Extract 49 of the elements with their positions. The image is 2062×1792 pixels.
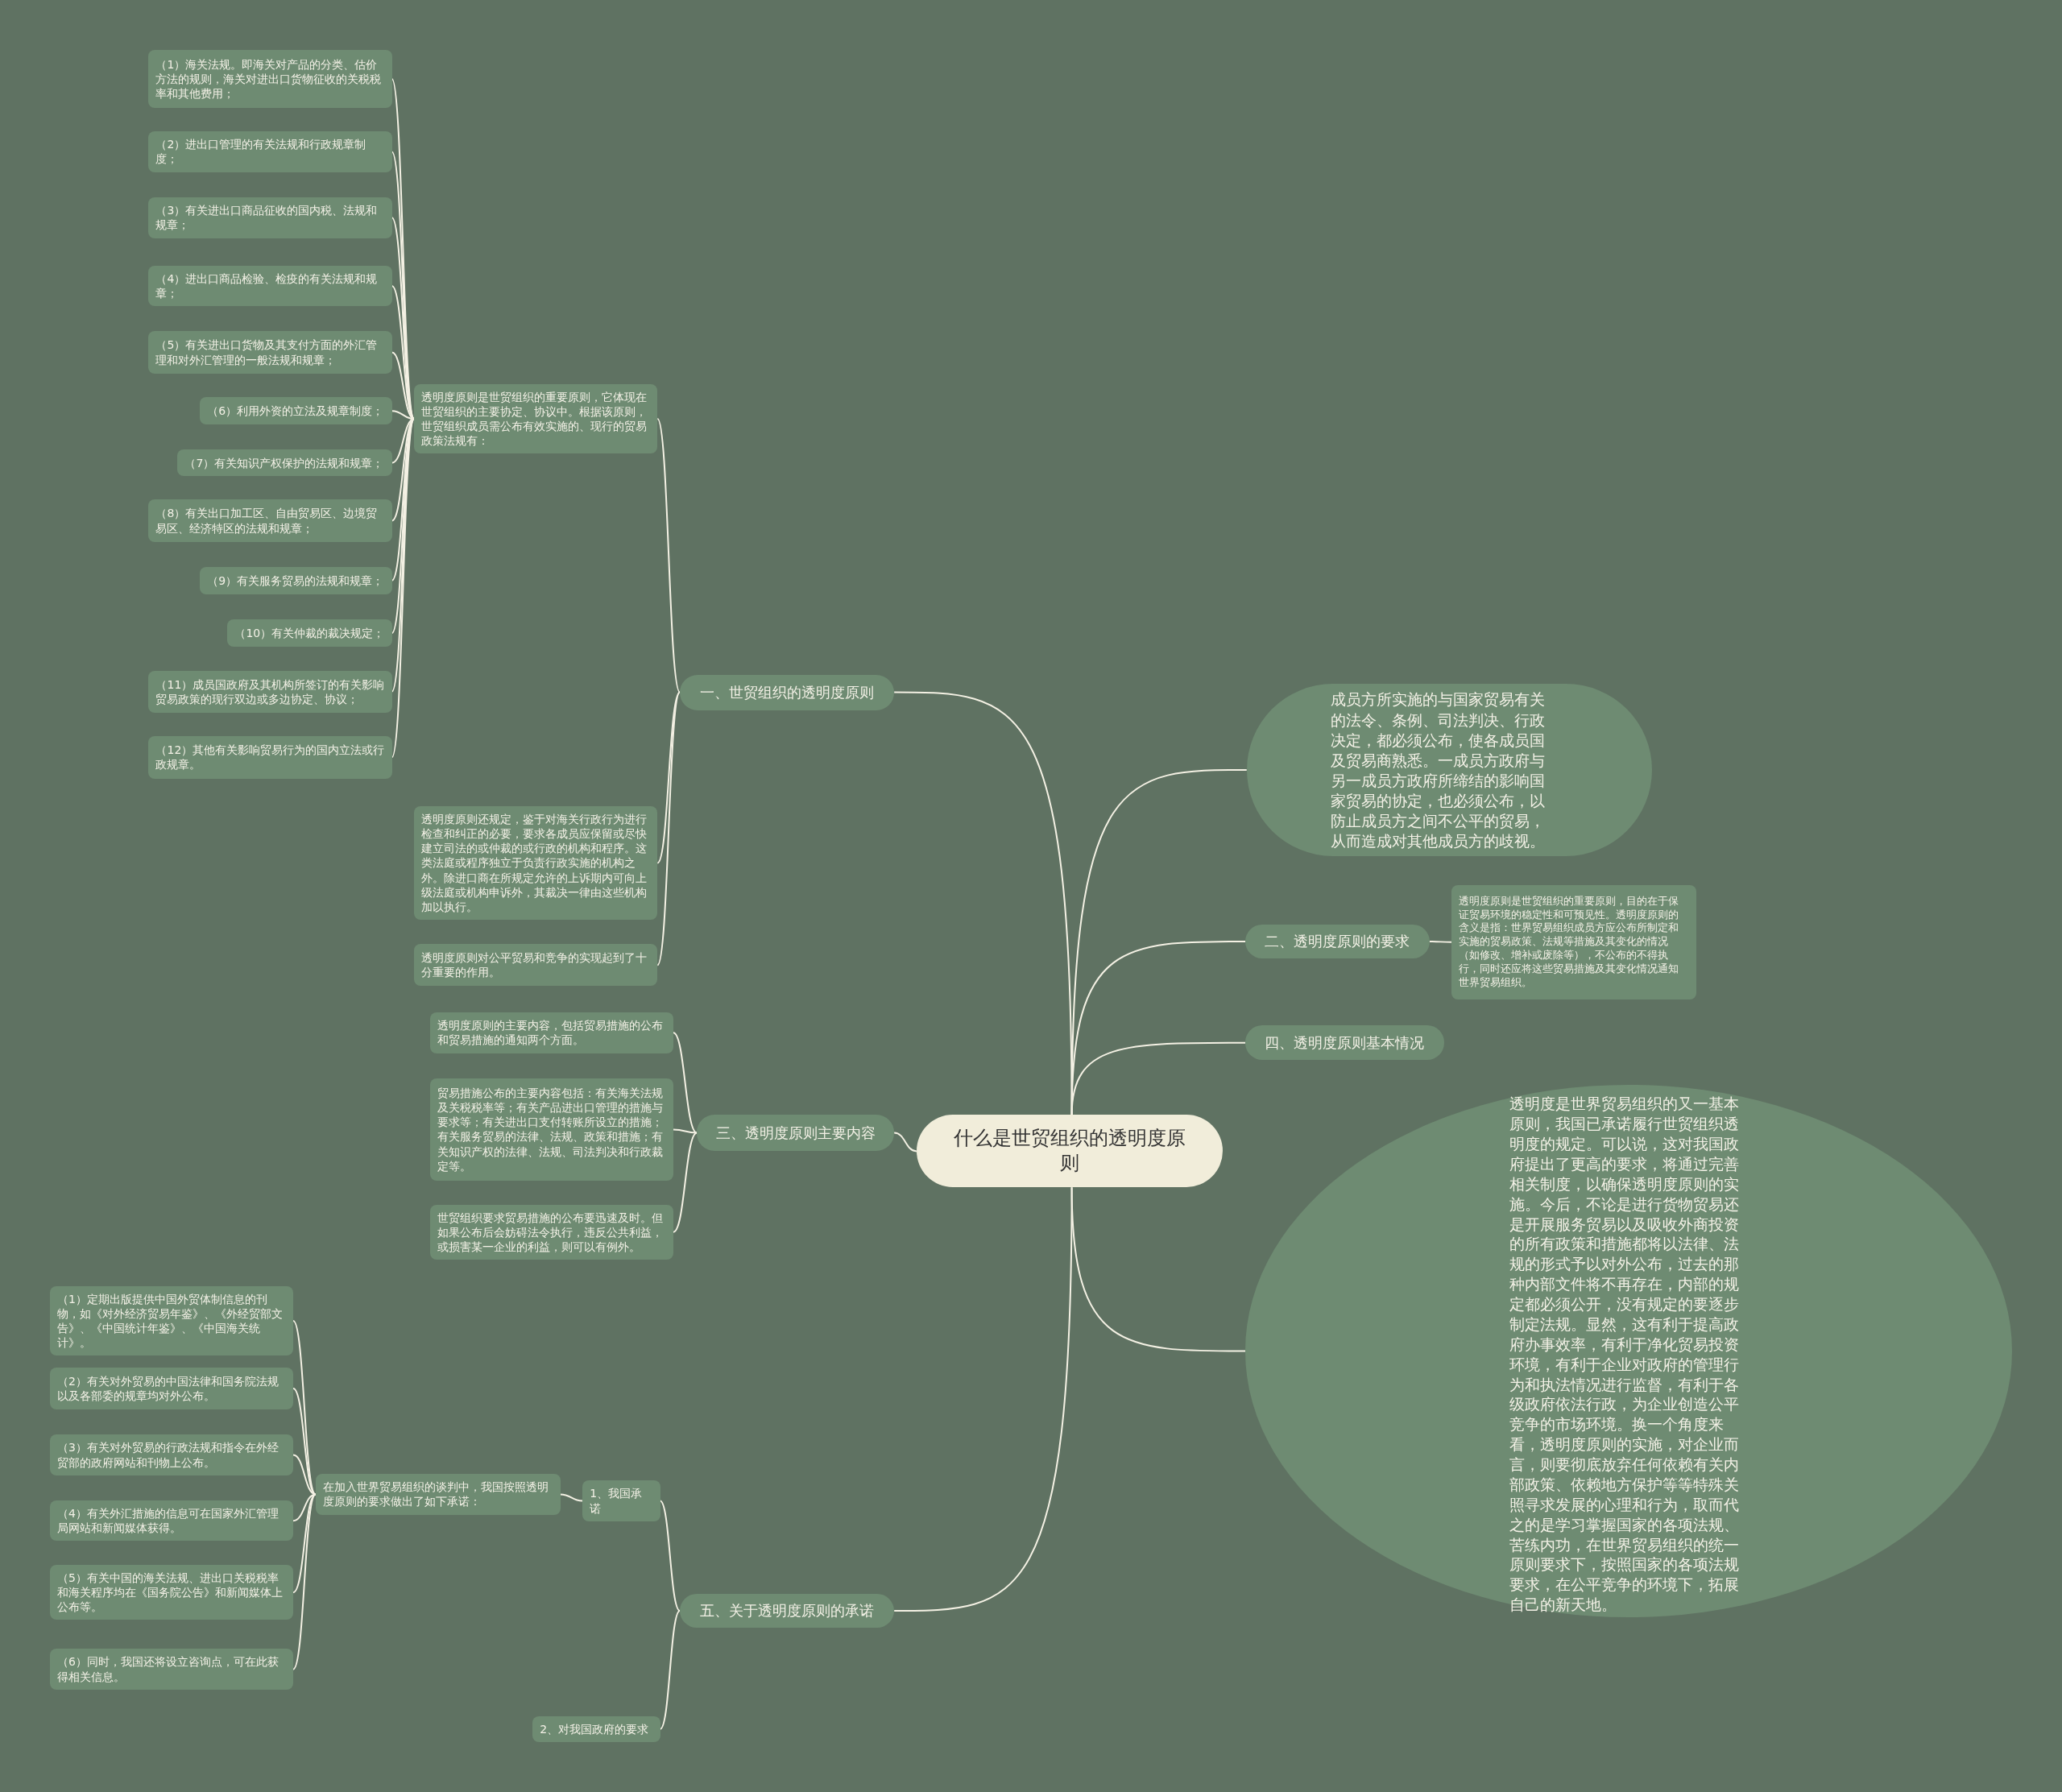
text-box: 透明度原则还规定，鉴于对海关行政行为进行检查和纠正的必要，要求各成员应保留或尽快建立司法的或仲裁的或行政的机构和程序。这类法庭或程序独立于负责行政实施的机构之外。除进口商在所规定允许的上诉期内可向上级法庭或机构申诉外，其裁决一律由这些机构加以执行。 bbox=[414, 805, 658, 921]
connector-line bbox=[559, 1493, 584, 1502]
text-box: 透明度原则是世贸组织的重要原则，目的在于保证贸易环境的稳定性和可预见性。透明度原则的含义是指：世界贸易组织成员方应公布所制定和实施的贸易政策、法规等措施及其变化的情况（如修改、增补或废除等），不公布的不得执行，同时还应将这些贸易措施及其变化情况通知世界贸易组织。 bbox=[1451, 884, 1697, 999]
connector-line bbox=[672, 1132, 698, 1233]
text-box: 透明度原则的主要内容，包括贸易措施的公布和贸易措施的通知两个方面。 bbox=[429, 1012, 673, 1053]
connector-line bbox=[659, 1610, 681, 1730]
connector-line bbox=[656, 691, 681, 966]
branch-topic: 四、透明度原则基本情况 bbox=[1245, 1025, 1444, 1060]
text-box: （9）有关服务贸易的法规和规章； bbox=[200, 566, 392, 594]
text-box: （8）有关出口加工区、自由贸易区、边境贸易区、经济特区的法规和规章； bbox=[148, 499, 392, 542]
ellipse-text-box: 透明度是世界贸易组织的又一基本原则，我国已承诺履行世贸组织透明度的规定。可以说，这对我国政府提出了更高的要求，将通过完善相关制度，以确保透明度原则的实施。今后，不论是进行货物贸易还是开展服务贸易以及吸收外商投资的所有政策和措施都将以法律、法规的形式予以对外公布，过去的那种内部文件将不再存在，内部的规定都必须公开，没有规定的要逐步制定法规。显然，这有利于提高政府办事效率，有利于净化贸易投资环境，有利于企业对政府的管理行为和执法情况进行监督，有利于各级政府依法行政，为企业创造公平竞争的市场环境。换一个角度来看，透明度原则的实施，对企业而言，则要彻底放弃任何依赖有关内部政策、依赖地方保护等等特殊关照寻求发展的心理和行为，取而代之的是学习掌握国家的各项法规、苦练内功，在世界贸易组织的统一原则要求下，按照国家的各项法规要求，在公平竞争的环境下，拓展自己的新天地。 bbox=[1245, 1084, 2012, 1618]
branch-topic: 五、关于透明度原则的承诺 bbox=[680, 1593, 895, 1629]
text-box: 贸易措施公布的主要内容包括：有关海关法规及关税税率等；有关产品进出口管理的措施与要求等；有关进出口支付转账所设立的措施；有关服务贸易的法律、法规、政策和措施；有关知识产权的法律、法规、司法判决和行政裁定等。 bbox=[429, 1078, 673, 1182]
text-box: （1）定期出版提供中国外贸体制信息的刊物，如《对外经济贸易年鉴》、《外经贸部文告》、《中国统计年鉴》、《中国海关统计》。 bbox=[50, 1285, 294, 1356]
connector-line bbox=[1070, 1041, 1247, 1116]
text-box: （11）成员国政府及其机构所签订的有关影响贸易政策的现行双边或多边协定、协议； bbox=[148, 670, 392, 713]
central-topic: 什么是世贸组织的透明度原则 bbox=[916, 1115, 1224, 1188]
text-box: （3）有关进出口商品征收的国内税、法规和规章； bbox=[148, 197, 392, 238]
text-box: 透明度原则是世贸组织的重要原则，它体现在世贸组织的主要协定、协议中。根据该原则，世贸组织成员需公布有效实施的、现行的贸易政策法规有： bbox=[414, 383, 658, 454]
connector-line bbox=[292, 1493, 317, 1670]
text-box: （10）有关仲裁的裁决规定； bbox=[227, 619, 392, 648]
text-box: （5）有关进出口货物及其支付方面的外汇管理和对外汇管理的一般法规和规章； bbox=[148, 331, 392, 374]
branch-topic: 三、透明度原则主要内容 bbox=[697, 1115, 895, 1151]
connector-line bbox=[656, 418, 681, 693]
text-box: （1）海关法规。即海关对产品的分类、估价方法的规则，海关对进出口货物征收的关税税率和其他费用； bbox=[148, 50, 392, 108]
text-box: （6）利用外资的立法及规章制度； bbox=[200, 397, 392, 425]
connector-line bbox=[656, 691, 681, 864]
text-box: 透明度原则对公平贸易和竞争的实现起到了十分重要的作用。 bbox=[414, 944, 658, 987]
text-box: 2、对我国政府的要求 bbox=[532, 1715, 660, 1742]
branch-topic: 二、透明度原则的要求 bbox=[1245, 924, 1430, 959]
connector-line bbox=[1428, 940, 1453, 943]
text-box: （7）有关知识产权保护的法规和规章； bbox=[177, 449, 392, 476]
connector-line bbox=[659, 1500, 681, 1612]
branch-topic: 一、世贸组织的透明度原则 bbox=[680, 674, 895, 710]
text-box: （2）有关对外贸易的中国法律和国务院法规以及各部委的规章均对外公布。 bbox=[50, 1367, 294, 1410]
text-box: （6）同时，我国还将设立咨询点，可在此获得相关信息。 bbox=[50, 1649, 294, 1690]
text-box: 1、我国承诺 bbox=[582, 1480, 660, 1521]
text-box: （5）有关中国的海关法规、进出口关税税率和海关程序均在《国务院公告》和新闻媒体上公布等。 bbox=[50, 1564, 294, 1620]
text-box: 世贸组织要求贸易措施的公布要迅速及时。但如果公布后会妨碍法令执行，违反公共利益，或损害某一企业的利益，则可以有例外。 bbox=[429, 1204, 673, 1260]
text-box: （4）有关外汇措施的信息可在国家外汇管理局网站和新闻媒体获得。 bbox=[50, 1500, 294, 1542]
text-box: （3）有关对外贸易的行政法规和指令在外经贸部的政府网站和刊物上公布。 bbox=[50, 1434, 294, 1475]
rounded-text-box: 成员方所实施的与国家贸易有关的法令、条例、司法判决、行政决定，都必须公布，使各成员国及贸易商熟悉。一成员方政府与另一成员方政府所缔结的影响国家贸易的协定，也必须公布，以防止成员方之间不公平的贸易，从而造成对其他成员方的歧视。 bbox=[1246, 683, 1652, 856]
text-box: （4）进出口商品检验、检疫的有关法规和规章； bbox=[148, 265, 392, 307]
connector-line bbox=[292, 1493, 317, 1594]
text-box: （2）进出口管理的有关法规和行政规章制度； bbox=[148, 131, 392, 172]
connector-line bbox=[1070, 1186, 1247, 1352]
text-box: （12）其他有关影响贸易行为的国内立法或行政规章。 bbox=[148, 736, 392, 779]
connector-line bbox=[893, 1132, 917, 1153]
text-box: 在加入世界贸易组织的谈判中，我国按照透明度原则的要求做出了如下承诺： bbox=[315, 1474, 561, 1515]
